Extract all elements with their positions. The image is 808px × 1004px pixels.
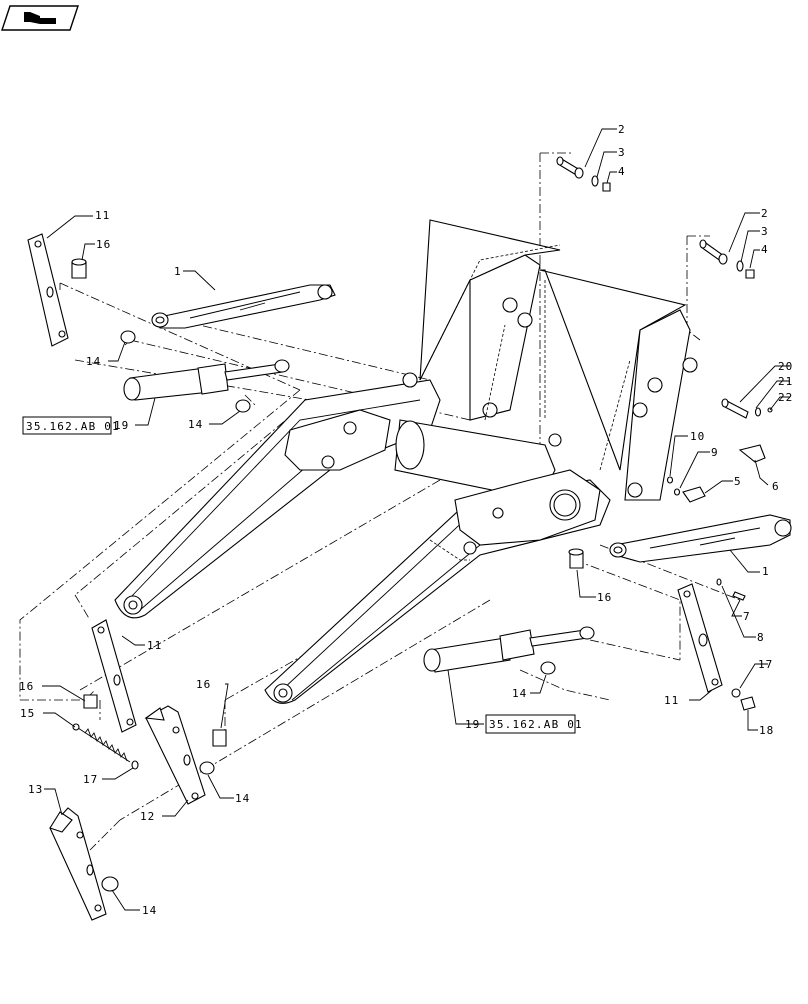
- mounting-plate-11-upper: [27, 233, 69, 347]
- callout-1: 1: [762, 565, 770, 578]
- callout-9: 9: [711, 446, 719, 459]
- mounting-plate-12: [144, 705, 206, 805]
- callout-1: 1: [174, 265, 182, 278]
- callout-8: 8: [757, 631, 765, 644]
- callout-2: 2: [761, 207, 769, 220]
- callout-4: 4: [618, 165, 626, 178]
- callout-21: 21: [778, 375, 793, 388]
- callout-3: 3: [618, 146, 626, 159]
- reference-box-upper[interactable]: 35.162.AB 01: [22, 416, 120, 435]
- callout-leader-lines: [42, 128, 790, 911]
- callout-11: 11: [95, 209, 110, 222]
- callout-2: 2: [618, 123, 626, 136]
- callout-16: 16: [196, 678, 211, 691]
- callout-15: 15: [20, 707, 35, 720]
- back-arrow-icon[interactable]: [1, 5, 79, 31]
- small-hardware: [72, 444, 766, 770]
- callout-6: 6: [772, 480, 780, 493]
- pin-set-right-20-22: [721, 398, 773, 419]
- latch-plate-13: [49, 807, 107, 921]
- callout-11: 11: [147, 639, 162, 652]
- callout-18: 18: [759, 724, 774, 737]
- pin-set-upper-right: [699, 239, 755, 279]
- callout-19: 19: [465, 718, 480, 731]
- callout-16: 16: [19, 680, 34, 693]
- callout-16: 16: [96, 238, 111, 251]
- callout-14: 14: [86, 355, 101, 368]
- bushings: [71, 258, 584, 892]
- callout-17: 17: [758, 658, 773, 671]
- pin-set-upper-left: [556, 156, 611, 192]
- callout-11: 11: [664, 694, 679, 707]
- assembly-centerlines: [19, 152, 741, 851]
- callout-22: 22: [778, 391, 793, 404]
- mounting-plate-11-mid: [91, 619, 137, 733]
- callout-20: 20: [778, 360, 793, 373]
- callout-17: 17: [83, 773, 98, 786]
- callout-10: 10: [690, 430, 705, 443]
- callout-5: 5: [734, 475, 742, 488]
- reference-box-lower[interactable]: 35.162.AB 01: [485, 714, 583, 734]
- hydraulic-cylinder-upper: [123, 359, 290, 401]
- callout-14: 14: [512, 687, 527, 700]
- hydraulic-cylinder-lower: [423, 626, 595, 673]
- callout-3: 3: [761, 225, 769, 238]
- link-upper: [151, 284, 336, 329]
- link-lower: [609, 514, 792, 563]
- callout-7: 7: [743, 610, 751, 623]
- callout-14: 14: [235, 792, 250, 805]
- callout-labels: 2 3 4 2 3 4 11 16 1 14 14 20 21 22 10 9 …: [19, 123, 793, 917]
- callout-14: 14: [188, 418, 203, 431]
- reference-label: 35.162.AB 01: [489, 718, 583, 731]
- callout-12: 12: [140, 810, 155, 823]
- callout-14: 14: [142, 904, 157, 917]
- loader-frame: [114, 219, 698, 704]
- callout-19: 19: [114, 419, 129, 432]
- reference-label: 35.162.AB 01: [26, 420, 120, 433]
- mounting-plate-11-right: [677, 583, 723, 693]
- callout-4: 4: [761, 243, 769, 256]
- callout-13: 13: [28, 783, 43, 796]
- callout-16: 16: [597, 591, 612, 604]
